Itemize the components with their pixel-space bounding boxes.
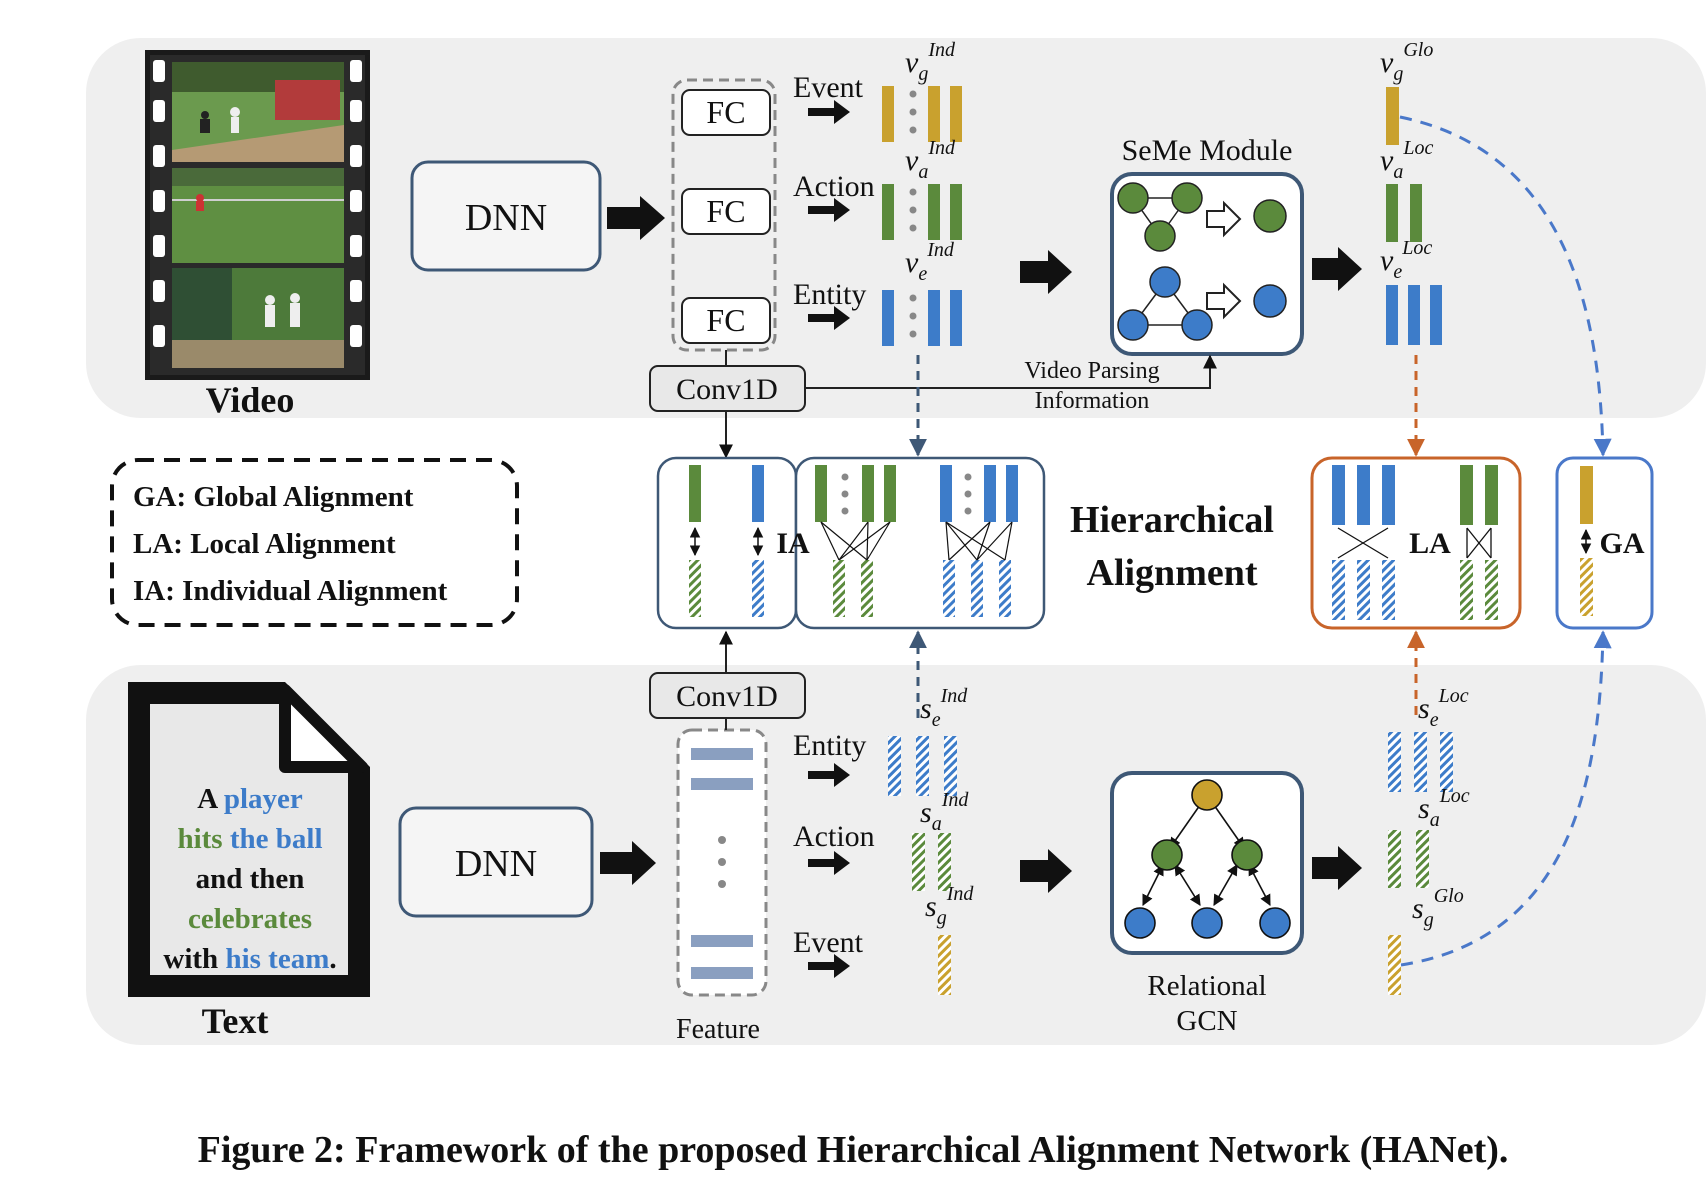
text-conv1d-box <box>649 672 806 719</box>
video-fc-group <box>671 78 777 352</box>
hierarchical-alignment-title: Alignment <box>1087 552 1258 594</box>
ga-label: GA <box>1600 527 1645 560</box>
video-fc-label: FC <box>706 94 745 130</box>
video-fc-box <box>681 188 771 235</box>
text-event-feature <box>938 935 951 995</box>
hierarchical-alignment-title: Hierarchical <box>1070 499 1274 541</box>
legend-item: GA: Global Alignment <box>133 481 414 513</box>
text-glo-label: sgGlo <box>1412 885 1464 931</box>
ia-label: IA <box>776 527 810 560</box>
text-glo-feature <box>1388 935 1401 995</box>
video-glo-label: vgGlo <box>1380 39 1433 85</box>
text-branch-arrow <box>808 763 850 787</box>
video-label: Video <box>206 380 295 420</box>
text-glo-to-ga-link <box>1400 630 1612 967</box>
text-loc-entity-features <box>1388 732 1453 792</box>
gcn-label: Relational <box>1147 970 1266 1002</box>
parsing-info-label: Information <box>1035 388 1150 414</box>
video-fc-box <box>681 89 771 136</box>
text-entity-features <box>888 736 957 796</box>
text-branch-arrow <box>808 851 850 875</box>
video-dnn-arrow <box>607 196 665 240</box>
text-feat-a-label: saInd <box>920 789 969 835</box>
video-feat-a-label: vaInd <box>905 137 956 183</box>
video-branch-entity: Entity <box>793 278 866 311</box>
video-conv1d-label: Conv1D <box>676 373 778 406</box>
text-branch-action: Action <box>793 820 875 853</box>
video-glo-to-ga-link <box>1399 115 1612 457</box>
seme-out-arrow <box>1312 247 1362 291</box>
text-sentence-line: with his team. <box>163 943 336 975</box>
text-feat-g-label: sgInd <box>925 883 974 929</box>
text-feature-bars <box>691 748 753 979</box>
seme-graph-green <box>1117 182 1287 252</box>
video-feat-e-label: veInd <box>905 239 955 285</box>
video-fc-label: FC <box>706 302 745 338</box>
video-dnn-box <box>410 160 602 272</box>
video-to-seme-arrow <box>1020 250 1072 294</box>
video-feat-g-label: vgInd <box>905 39 956 85</box>
parsing-info-label: Video Parsing <box>1024 358 1159 384</box>
legend-item: IA: Individual Alignment <box>133 575 448 607</box>
video-event-features <box>882 86 962 142</box>
video-branch-arrow <box>808 306 850 330</box>
video-action-features <box>882 184 962 240</box>
legend-item: LA: Local Alignment <box>133 528 396 560</box>
legend-box <box>110 458 519 627</box>
text-sentence-line: celebrates <box>188 903 312 935</box>
text-conv1d-label: Conv1D <box>676 680 778 713</box>
la-module <box>1310 456 1522 630</box>
text-sentence-line: hits the ball <box>177 823 322 855</box>
video-entity-features <box>882 290 962 346</box>
ia-module <box>656 456 1046 630</box>
video-loc-e-label: veLoc <box>1380 237 1432 283</box>
text-sentence-line: A player <box>197 783 303 815</box>
la-label: LA <box>1409 527 1451 560</box>
parsing-info-line <box>805 354 1217 389</box>
text-panel <box>86 665 1706 1045</box>
video-branch-arrow <box>808 100 850 124</box>
text-label: Text <box>202 1001 269 1041</box>
gcn-graph <box>1124 779 1291 939</box>
video-fc-label: FC <box>706 193 745 229</box>
text-branch-arrow <box>808 954 850 978</box>
text-feat-e-label: seInd <box>920 685 968 731</box>
text-loc-a-label: saLoc <box>1418 785 1470 831</box>
text-feature-label: Feature <box>676 1014 760 1045</box>
text-sentence-line: and then <box>196 863 305 895</box>
text-dnn-label: DNN <box>455 843 537 885</box>
seme-transform-arrow <box>1206 200 1242 238</box>
text-branch-entity: Entity <box>793 729 866 762</box>
text-branch-event: Event <box>793 926 864 959</box>
video-branch-arrow <box>808 198 850 222</box>
video-glo-feature <box>1386 87 1399 145</box>
video-branch-event: Event <box>793 71 864 104</box>
text-loc-action-features <box>1388 830 1429 888</box>
video-loc-a-label: vaLoc <box>1380 137 1433 183</box>
text-action-features <box>912 833 951 891</box>
seme-transform-arrow <box>1206 282 1242 320</box>
gcn-box <box>1110 771 1304 955</box>
video-dnn-label: DNN <box>465 197 547 239</box>
video-filmstrip <box>145 50 370 380</box>
figure-caption: Figure 2: Framework of the proposed Hier… <box>197 1129 1509 1171</box>
text-dnn-box <box>398 806 594 918</box>
video-loc-entity-features <box>1386 285 1442 345</box>
video-fc-box <box>681 297 771 344</box>
text-to-gcn-arrow <box>1020 849 1072 893</box>
ga-module <box>1555 456 1654 630</box>
seme-graph-blue <box>1117 266 1287 341</box>
text-loc-e-label: seLoc <box>1418 685 1469 731</box>
text-feature-dots <box>718 836 726 888</box>
seme-module-title: SeMe Module <box>1122 134 1293 167</box>
gcn-out-arrow <box>1312 846 1362 890</box>
video-loc-action-features <box>1386 184 1422 242</box>
gcn-label: GCN <box>1176 1005 1237 1037</box>
video-branch-action: Action <box>793 170 875 203</box>
text-document-icon <box>128 682 370 997</box>
text-dnn-arrow <box>600 841 656 885</box>
